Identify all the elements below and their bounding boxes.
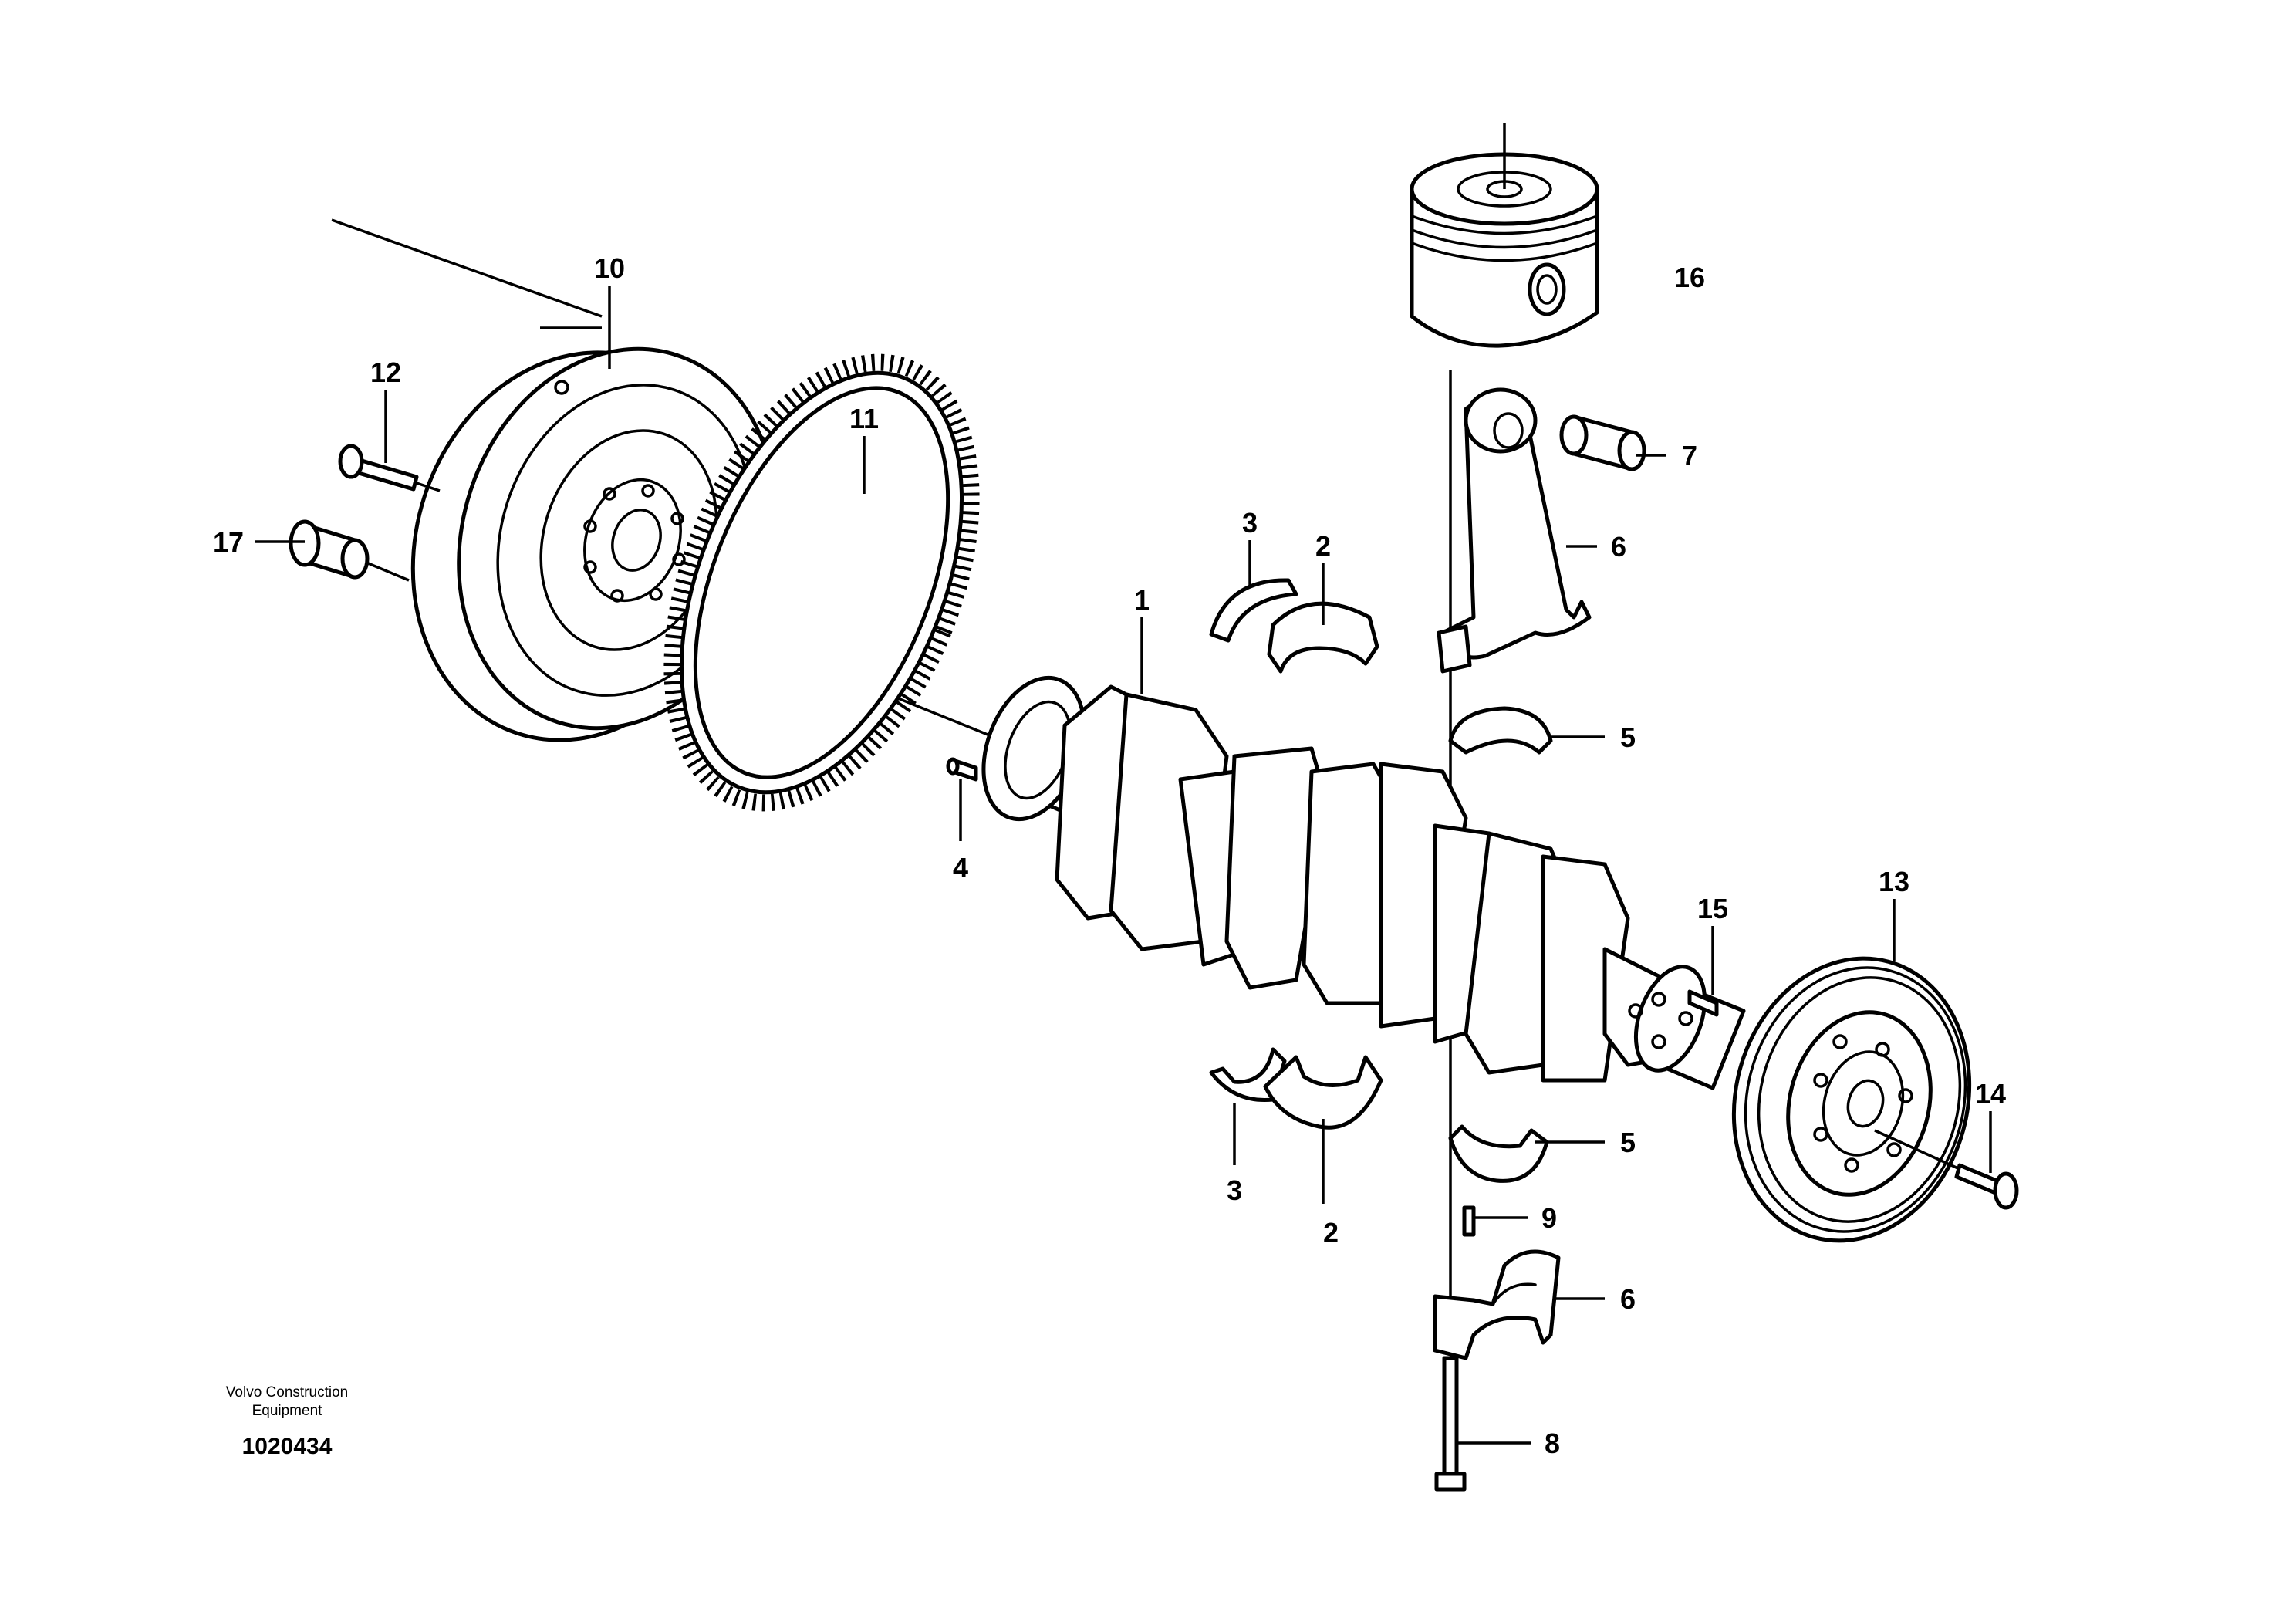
callout-8: 8 <box>1545 1428 1560 1459</box>
callout-leaders <box>255 286 1992 1445</box>
connecting-rod-cap <box>1433 1249 1561 1360</box>
caption-company-line2: Equipment <box>252 1403 323 1419</box>
callout-5-upper: 5 <box>1620 721 1636 753</box>
callout-16: 16 <box>1674 262 1705 293</box>
callout-2-upper: 2 <box>1315 530 1331 562</box>
callout-13: 13 <box>1879 866 1909 897</box>
piston <box>1410 123 1599 348</box>
crankshaft <box>981 675 1746 1090</box>
callout-numbers: 1 2 2 3 3 4 5 5 6 6 7 8 9 10 11 12 13 14… <box>213 252 2006 1459</box>
callout-17: 17 <box>213 526 244 558</box>
piston-pin <box>1559 414 1646 471</box>
callout-6-cap: 6 <box>1620 1283 1636 1315</box>
pulley-bolt <box>1874 1129 2019 1210</box>
main-bearing-shell-upper <box>1267 601 1379 674</box>
rod-bearing-shell-upper <box>1448 706 1553 755</box>
crankshaft-pulley <box>1731 956 1972 1243</box>
callout-4: 4 <box>953 852 968 884</box>
callout-10: 10 <box>594 252 625 284</box>
callout-9: 9 <box>1541 1202 1557 1234</box>
callout-7: 7 <box>1682 440 1697 471</box>
rod-bolt <box>1434 1356 1467 1492</box>
callout-11: 11 <box>849 403 879 434</box>
document-number: 1020434 <box>242 1434 333 1459</box>
callout-5-lower: 5 <box>1620 1127 1636 1158</box>
pulley-pin <box>1687 989 1719 1017</box>
callout-6-rod: 6 <box>1611 531 1626 563</box>
dowel-pin <box>946 757 978 782</box>
cap-dowel <box>1462 1205 1476 1237</box>
flywheel-bolt <box>338 444 441 492</box>
thrust-washer-upper <box>1209 578 1298 643</box>
callout-1: 1 <box>1134 584 1150 616</box>
callout-2-lower: 2 <box>1323 1217 1339 1249</box>
callout-3-upper: 3 <box>1242 507 1258 539</box>
callout-15: 15 <box>1697 893 1728 924</box>
connecting-rod <box>1437 387 1592 674</box>
caption-company: Volvo Construction <box>226 1384 348 1401</box>
callout-14: 14 <box>1975 1078 2006 1110</box>
callout-3-lower: 3 <box>1227 1174 1242 1206</box>
flywheel-ring-gear <box>663 353 980 812</box>
caption: Volvo Construction Equipment 1020434 <box>226 1384 348 1459</box>
pilot-bushing <box>289 519 370 580</box>
rod-bearing-shell-lower <box>1448 1124 1549 1183</box>
main-bearing-shell-lower <box>1263 1055 1383 1130</box>
callout-12: 12 <box>370 357 401 388</box>
